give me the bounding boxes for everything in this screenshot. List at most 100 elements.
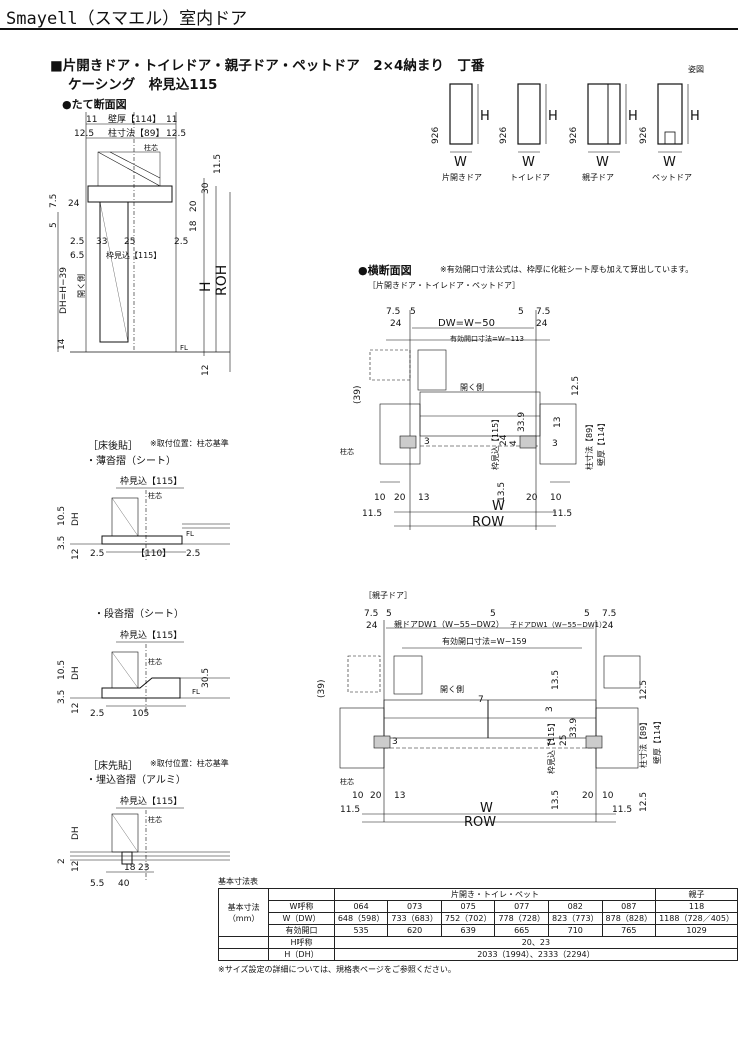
oyako-sub: ［親子ドア］ xyxy=(364,591,412,600)
spec-table: 基本寸法（mm） 片開き・トイレ・ペット 親子 W呼称 064 073 075 … xyxy=(217,888,738,961)
vs-waku: 枠見込【115】 xyxy=(106,250,161,260)
oy-bl-20: 20 xyxy=(370,791,382,801)
door-elevation-kataraki: H W 926 片開きドア xyxy=(431,83,490,182)
vs-top-11-left: 11 xyxy=(86,115,97,125)
oy-br-10: 10 xyxy=(602,791,614,801)
hs-row: ROW xyxy=(472,515,504,530)
vs-14: 14 xyxy=(57,338,67,350)
step-threshold-drawing: 枠見込【115】 柱芯 10.5 DH 3.5 12 2.5 105 30.5 … xyxy=(57,629,230,719)
st-fl: FL xyxy=(192,688,200,696)
vs-fl: FL xyxy=(180,344,188,352)
horizontal-section-label: ●横断面図 xyxy=(358,264,412,277)
vs-2.5b: 2.5 xyxy=(174,237,188,247)
door4-name: ペットドア xyxy=(652,173,692,182)
oy-hashira: 柱芯 xyxy=(340,777,354,786)
door3-h: H xyxy=(628,109,638,124)
oy-39: (39) xyxy=(317,680,327,698)
vs-18: 18 xyxy=(189,220,199,232)
table-row: W呼称 064 073 075 077 082 087 118 xyxy=(219,900,738,913)
oy-waku: 枠見込【115】 xyxy=(546,719,556,774)
hs-br-20: 20 xyxy=(526,493,538,503)
hs-13.5: 13.5 xyxy=(497,482,507,502)
door1-h: H xyxy=(480,109,490,124)
oy-7a: 7 xyxy=(478,695,484,705)
fr-10.5: 10.5 xyxy=(57,506,67,526)
hs-bl-10: 10 xyxy=(374,493,386,503)
vs-12: 12 xyxy=(201,365,211,376)
oy-7b: 7 xyxy=(546,739,552,749)
fr-waku: 枠見込【115】 xyxy=(120,475,182,487)
horizontal-section-drawing: 7.5 5 24 5 7.5 24 DW=W−50 有効開口寸法=W−113 開… xyxy=(340,307,606,530)
table-row-label: 基本寸法（mm） xyxy=(217,888,270,937)
hs-7.5-right: 7.5 xyxy=(536,307,550,317)
door2-w: W xyxy=(522,155,535,170)
hs-39: (39) xyxy=(353,386,363,404)
oy-hashira-size: 柱寸法【89】 xyxy=(638,718,648,768)
door3-926: 926 xyxy=(569,127,579,144)
door1-w: W xyxy=(454,155,467,170)
vs-33: 33 xyxy=(96,237,107,247)
oy-effective: 有効開口寸法=W−159 xyxy=(442,636,527,646)
hs-effective: 有効開口寸法=W−113 xyxy=(450,334,524,343)
hs-wall: 壁厚【114】 xyxy=(596,419,606,466)
oy-5-right: 5 xyxy=(584,609,590,619)
floor-front-sub: ・埋込沓摺（アルミ） xyxy=(86,775,186,786)
floor-rear-drawing: 枠見込【115】 柱芯 10.5 DH 3.5 12 2.5 【110】 2.5… xyxy=(57,475,230,560)
fr-fl: FL xyxy=(186,530,194,538)
ff-18: 18 xyxy=(124,863,136,873)
vs-20: 20 xyxy=(189,200,199,212)
fr-12: 12 xyxy=(71,549,81,560)
hs-open-side: 開く側 xyxy=(460,382,484,392)
hs-hashira-size: 柱寸法【89】 xyxy=(584,420,594,470)
st-hashira: 柱芯 xyxy=(148,657,162,666)
door4-926: 926 xyxy=(639,127,649,144)
vs-30: 30 xyxy=(201,182,211,194)
title-divider xyxy=(0,28,738,30)
floor-front-note: ※取付位置：柱芯基準 xyxy=(150,759,229,768)
floor-front-label: ［床先貼］ xyxy=(88,761,138,772)
hs-dw: DW=W−50 xyxy=(438,318,495,329)
hs-5-left: 5 xyxy=(410,307,416,317)
fr-hashira: 柱芯 xyxy=(148,491,162,500)
door3-name: 親子ドア xyxy=(582,172,614,182)
oy-row: ROW xyxy=(464,815,496,830)
oy-br-11.5: 11.5 xyxy=(612,805,632,815)
vs-top2-12.5-left: 12.5 xyxy=(74,129,94,139)
ff-40: 40 xyxy=(118,879,130,889)
floor-rear-sub: ・薄沓摺（シート） xyxy=(86,456,176,467)
oy-33.9: 33.9 xyxy=(569,718,579,738)
table-group-header: 片開き・トイレ・ペット xyxy=(333,888,657,901)
hs-24-right: 24 xyxy=(536,319,548,329)
table-row: 有効開口 535 620 639 665 710 765 1029 xyxy=(219,924,738,937)
hs-3-left: 3 xyxy=(424,437,430,447)
hs-bl-20: 20 xyxy=(394,493,406,503)
table-caption: 基本寸法表 xyxy=(218,877,258,886)
vs-2.5a: 2.5 xyxy=(70,237,84,247)
door3-w: W xyxy=(596,155,609,170)
hs-waku: 枠見込【115】 xyxy=(490,415,500,470)
sugata-label: 姿図 xyxy=(688,65,704,74)
floor-rear-label: ［床後貼］ xyxy=(88,441,138,452)
table-row: W（DW） 648（598） 733（683） 752（702） 778（728… xyxy=(219,912,738,925)
oy-5-left: 5 xyxy=(386,609,392,619)
step-threshold-sub: ・段沓摺（シート） xyxy=(94,609,184,620)
hs-w: W xyxy=(492,499,505,514)
vs-6.5: 6.5 xyxy=(70,251,84,261)
door2-name: トイレドア xyxy=(510,173,550,182)
hs-hashira: 柱芯 xyxy=(340,447,354,456)
hs-bl-11.5: 11.5 xyxy=(362,509,382,519)
fr-110: 【110】 xyxy=(136,548,171,559)
door-elevations: H W 926 片開きドア H W 926 トイレドア H W 926 親子ドア… xyxy=(431,83,700,182)
hs-5-right: 5 xyxy=(518,307,524,317)
hs-4: 4 xyxy=(509,440,519,446)
document-title: Smayell（スマエル）室内ドア xyxy=(6,9,248,29)
oy-5-mid: 5 xyxy=(490,609,496,619)
vertical-section-label: ●たて断面図 xyxy=(62,98,127,111)
st-dh: DH xyxy=(71,666,81,680)
oy-br-20: 20 xyxy=(582,791,594,801)
oy-open-side: 開く側 xyxy=(440,684,464,694)
oyako-section-drawing: 7.5 5 24 5 5 7.5 24 親ドアDW1（W−55−DW2） 子ドア… xyxy=(317,609,662,830)
ff-waku: 枠見込【115】 xyxy=(120,795,182,807)
table-row: H（DH） 2033（1994）、2333（2294） xyxy=(217,948,738,961)
oy-wall: 壁厚【114】 xyxy=(652,717,662,764)
